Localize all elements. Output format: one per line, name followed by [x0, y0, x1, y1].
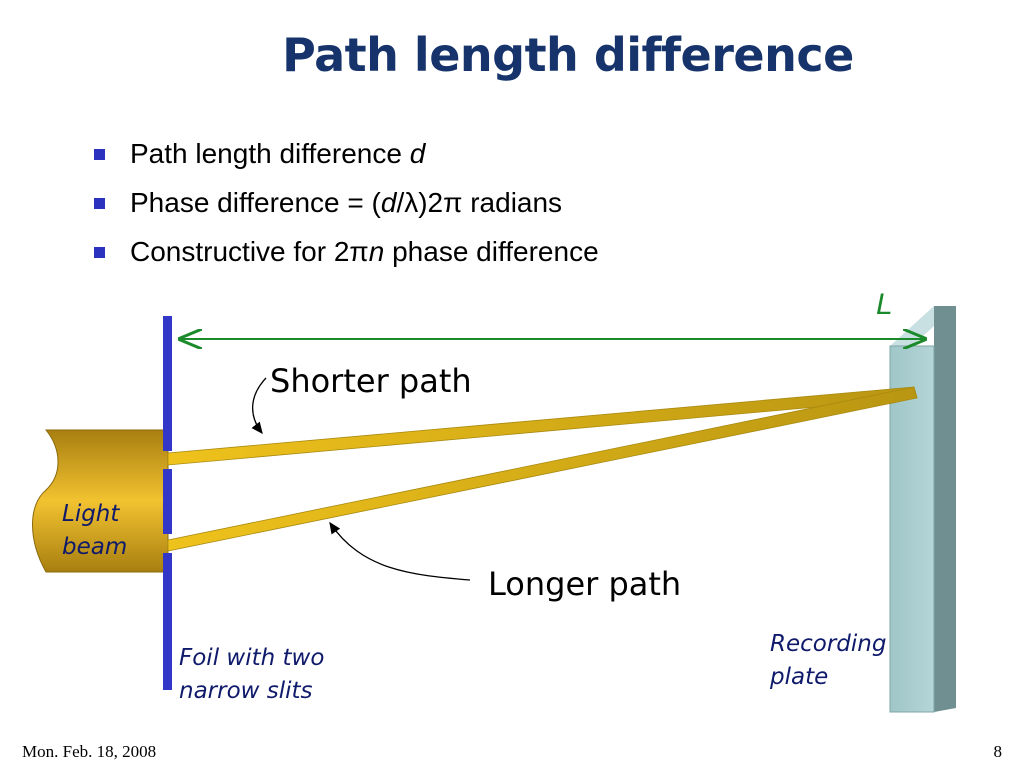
bullet-text: Constructive for 2π [130, 236, 369, 267]
bullet-text: Path length difference [130, 138, 410, 169]
recording-plate [889, 306, 956, 713]
foil-label: Foil with two narrow slits [179, 642, 324, 708]
foil-barrier [163, 316, 172, 690]
page-number: 8 [993, 742, 1003, 761]
shorter-path-pointer [251, 377, 267, 435]
light-beam-source [32, 429, 169, 573]
foil-label-line: Foil with two [179, 645, 325, 671]
footer-date: Mon. Feb. 18, 2008 [22, 742, 157, 761]
bullet-text: Phase difference = ( [130, 187, 381, 218]
plate-label-line: plate [770, 664, 829, 690]
foil-label-line: narrow slits [179, 678, 313, 704]
bullet-text: phase difference [384, 236, 599, 267]
bullet-path-length: Path length difference d [90, 134, 599, 183]
bullet-variable: d [380, 187, 397, 218]
plate-label-line: Recording [770, 631, 887, 657]
bullet-variable: n [368, 236, 385, 267]
longer-path-ray [167, 386, 918, 552]
bullet-constructive: Constructive for 2πn phase difference [90, 232, 599, 281]
distance-label: L [876, 288, 893, 321]
square-bullet-icon [94, 247, 105, 258]
plate-label: Recording plate [770, 628, 886, 694]
longer-path-label: Longer path [488, 565, 682, 603]
light-beam-label: Light beam [62, 498, 127, 564]
light-beam-label-line: beam [62, 534, 128, 560]
bullet-variable: d [409, 138, 426, 169]
bullet-phase-difference: Phase difference = (d/λ)2π radians [90, 183, 599, 232]
longer-path-pointer [329, 521, 471, 581]
light-beam-label-line: Light [62, 501, 120, 527]
shorter-path-label: Shorter path [270, 362, 472, 400]
square-bullet-icon [94, 198, 105, 209]
bullet-list: Path length difference d Phase differenc… [90, 134, 599, 281]
bullet-text: /λ)2π radians [396, 187, 563, 218]
slide-title: Path length difference [282, 28, 854, 82]
square-bullet-icon [94, 149, 105, 160]
